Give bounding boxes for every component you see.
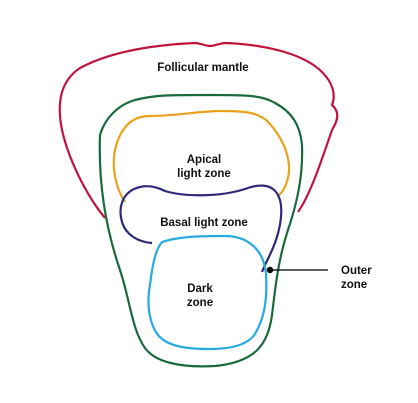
apical-light-zone-label-line1: Apical [187,154,222,166]
follicular-mantle-label: Follicular mantle [157,62,248,74]
basal-light-zone-label: Basal light zone [160,217,248,229]
outer-zone-boundary [98,93,304,368]
outer-zone-label-line1: Outer [341,265,372,277]
basal-light-zone-boundary [119,184,283,273]
dark-zone-label-line1: Dark [187,283,213,295]
dark-zone-boundary [147,234,268,351]
apical-light-zone-label-line2: light zone [177,168,231,180]
outer-zone-label-line2: zone [341,279,367,291]
follicular-mantle-boundary [58,41,339,219]
dark-zone-label-line2: zone [187,297,213,309]
apical-light-zone-boundary [112,109,291,203]
